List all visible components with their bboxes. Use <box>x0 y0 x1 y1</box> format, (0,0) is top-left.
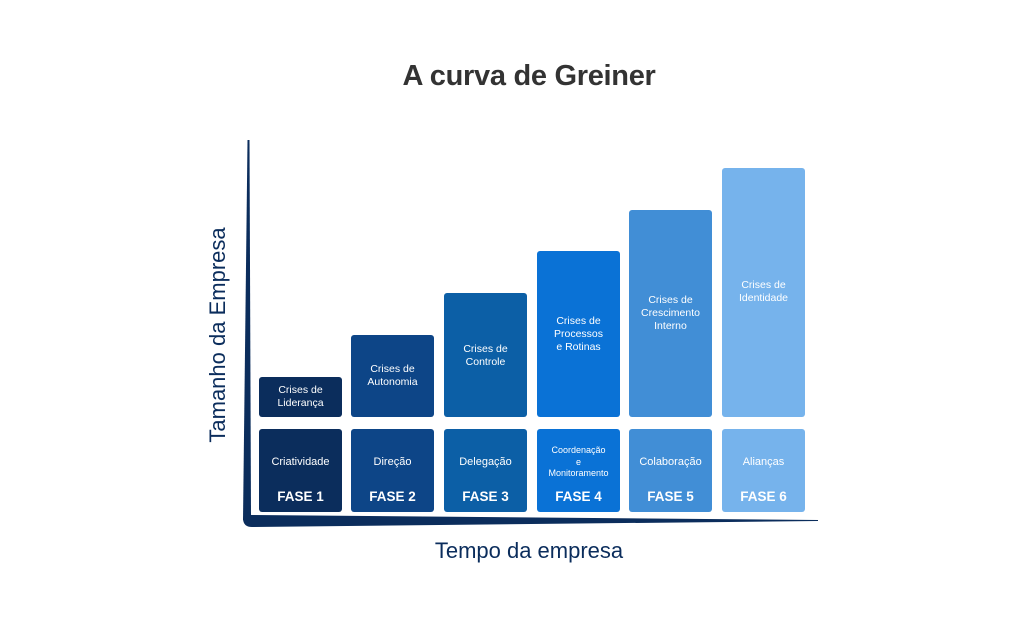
phase-box: Criatividade FASE 1 <box>259 429 342 512</box>
y-axis-line <box>243 140 251 523</box>
growth-stage: Criatividade <box>271 456 330 468</box>
crisis-text-line: Crises de <box>648 294 693 306</box>
phase-label: FASE 3 <box>462 489 509 504</box>
phase-label: FASE 5 <box>647 489 694 504</box>
phase-box: Colaboração FASE 5 <box>629 429 712 512</box>
growth-text-line: Monitoramento <box>548 468 609 478</box>
crisis-text-line: e Rotinas <box>556 341 601 353</box>
phase-label: FASE 4 <box>555 489 602 504</box>
crisis-text-line: Liderança <box>277 397 324 409</box>
crisis-text-line: Controle <box>465 356 506 368</box>
x-axis-label: Tempo da empresa <box>434 538 624 563</box>
growth-text-line: Coordenação <box>551 445 606 455</box>
growth-stage: Colaboração <box>639 456 702 468</box>
growth-stage: Delegação <box>459 456 512 468</box>
crisis-box: Crises de Processos e Rotinas <box>537 251 620 417</box>
diagram-title: A curva de Greiner <box>402 60 656 92</box>
x-axis-line <box>243 512 818 527</box>
crisis-text-line: Crises de <box>741 279 786 291</box>
crisis-box: Crises de Identidade <box>722 168 805 417</box>
crisis-text-line: Crises de <box>463 343 508 355</box>
phase-label: FASE 2 <box>369 489 416 504</box>
crisis-box: Crises de Controle <box>444 293 527 417</box>
crisis-text-line: Processos <box>553 328 604 340</box>
growth-text-line: e <box>575 456 581 467</box>
crisis-text-line: Crises de <box>556 315 601 327</box>
crisis-text-line: Crises de <box>278 384 323 396</box>
phase-box: Direção FASE 2 <box>351 429 434 512</box>
phase-box: Delegação FASE 3 <box>444 429 527 512</box>
growth-stage: Coordenação e Monitoramento <box>537 445 620 480</box>
growth-stage: Direção <box>373 456 412 468</box>
phase-box: Coordenação e Monitoramento FASE 4 <box>537 429 620 512</box>
crisis-text-line: Crises de <box>370 363 415 375</box>
crisis-text-line: Crescimento <box>641 307 700 319</box>
crisis-text-line: Identidade <box>738 292 789 304</box>
crisis-text-line: Interno <box>654 320 687 332</box>
y-axis-label: Tamanho da Empresa <box>205 227 230 443</box>
phase-box: Alianças FASE 6 <box>722 429 805 512</box>
growth-stage: Alianças <box>742 456 785 468</box>
crisis-text-line: Autonomia <box>367 376 418 388</box>
crisis-box: Crises de Liderança <box>259 377 342 417</box>
phase-label: FASE 6 <box>740 489 787 504</box>
phase-label: FASE 1 <box>277 489 324 504</box>
crisis-box: Crises de Crescimento Interno <box>629 210 712 417</box>
crisis-box: Crises de Autonomia <box>351 335 434 417</box>
